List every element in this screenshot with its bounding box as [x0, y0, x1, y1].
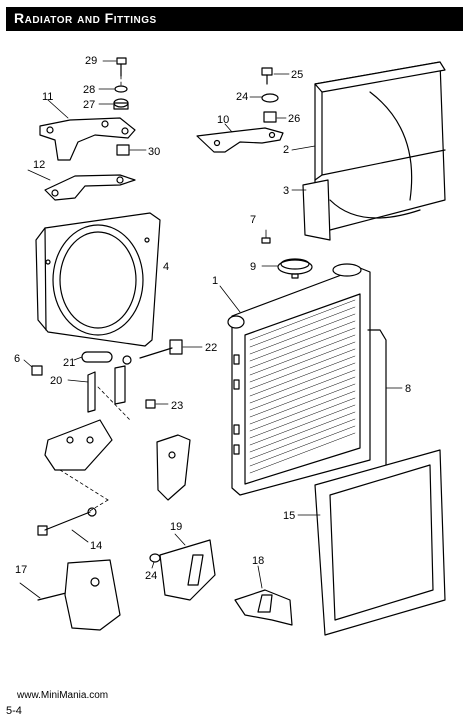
callout-29: 29 [85, 55, 97, 67]
callout-10: 10 [217, 114, 229, 126]
callout-6: 6 [14, 353, 20, 365]
part-2-3-fan-cowling [291, 61, 446, 241]
callout-28: 28 [83, 84, 95, 96]
page-number: 5-4 [6, 705, 22, 717]
footer-website: www.MiniMania.com [17, 690, 109, 701]
callout-30: 30 [148, 146, 160, 158]
part-12-bracket [27, 169, 136, 201]
callout-22: 22 [205, 342, 217, 354]
part-4-fan-cowling [35, 212, 161, 347]
callout-1: 1 [212, 275, 218, 287]
assembly-guide-lines [59, 75, 131, 513]
part-28-washer [98, 85, 128, 93]
part-17-mounting-plate-bolt [19, 559, 121, 631]
callout-8: 8 [405, 383, 411, 395]
part-20-bracket [67, 365, 126, 413]
callout-26: 26 [288, 113, 300, 125]
section-title: Radiator and Fittings [14, 10, 157, 26]
callout-19: 19 [170, 521, 182, 533]
callout-9: 9 [250, 261, 256, 273]
callout-3: 3 [283, 185, 289, 197]
part-27-nut [98, 98, 129, 110]
callout-15: 15 [283, 510, 295, 522]
part-10-bracket [196, 123, 284, 153]
callout-4: 4 [163, 261, 169, 273]
callout-17: 17 [15, 564, 27, 576]
callout-2: 2 [283, 144, 289, 156]
part-14-bolt [37, 507, 97, 543]
part-21-bush [73, 351, 132, 365]
part-23-bolt [145, 399, 169, 409]
callout-24-upper: 24 [236, 91, 248, 103]
part-26-spacer [263, 111, 287, 123]
callout-12: 12 [33, 159, 45, 171]
part-25-bolt [261, 67, 290, 85]
part-15-radiator-frame [297, 449, 446, 636]
part-7-drain-plug [261, 229, 271, 244]
callout-20: 20 [50, 375, 62, 387]
lower-mounting-bracket [44, 419, 191, 501]
callout-27: 27 [83, 99, 95, 111]
section-header: Radiator and Fittings [6, 7, 463, 31]
part-6-bolt [23, 359, 43, 376]
callout-24-lower: 24 [145, 570, 157, 582]
part-24-grommet [249, 93, 279, 103]
part-1-radiator-core [219, 263, 371, 496]
callout-18: 18 [252, 555, 264, 567]
callout-11: 11 [42, 91, 53, 103]
part-22-bolt [139, 339, 203, 359]
callout-21: 21 [63, 357, 75, 369]
part-29-bolt [102, 57, 127, 77]
callout-25: 25 [291, 69, 303, 81]
callout-14: 14 [90, 540, 102, 552]
part-19-mounting-plate [159, 533, 216, 601]
part-24-lower-nut [149, 553, 161, 569]
part-18-mounting-plate [234, 565, 293, 626]
part-9-radiator-cap [261, 258, 313, 279]
callout-7: 7 [250, 214, 256, 226]
part-30-nut [116, 144, 147, 156]
part-11-bracket [39, 99, 136, 161]
callout-23: 23 [171, 400, 183, 412]
